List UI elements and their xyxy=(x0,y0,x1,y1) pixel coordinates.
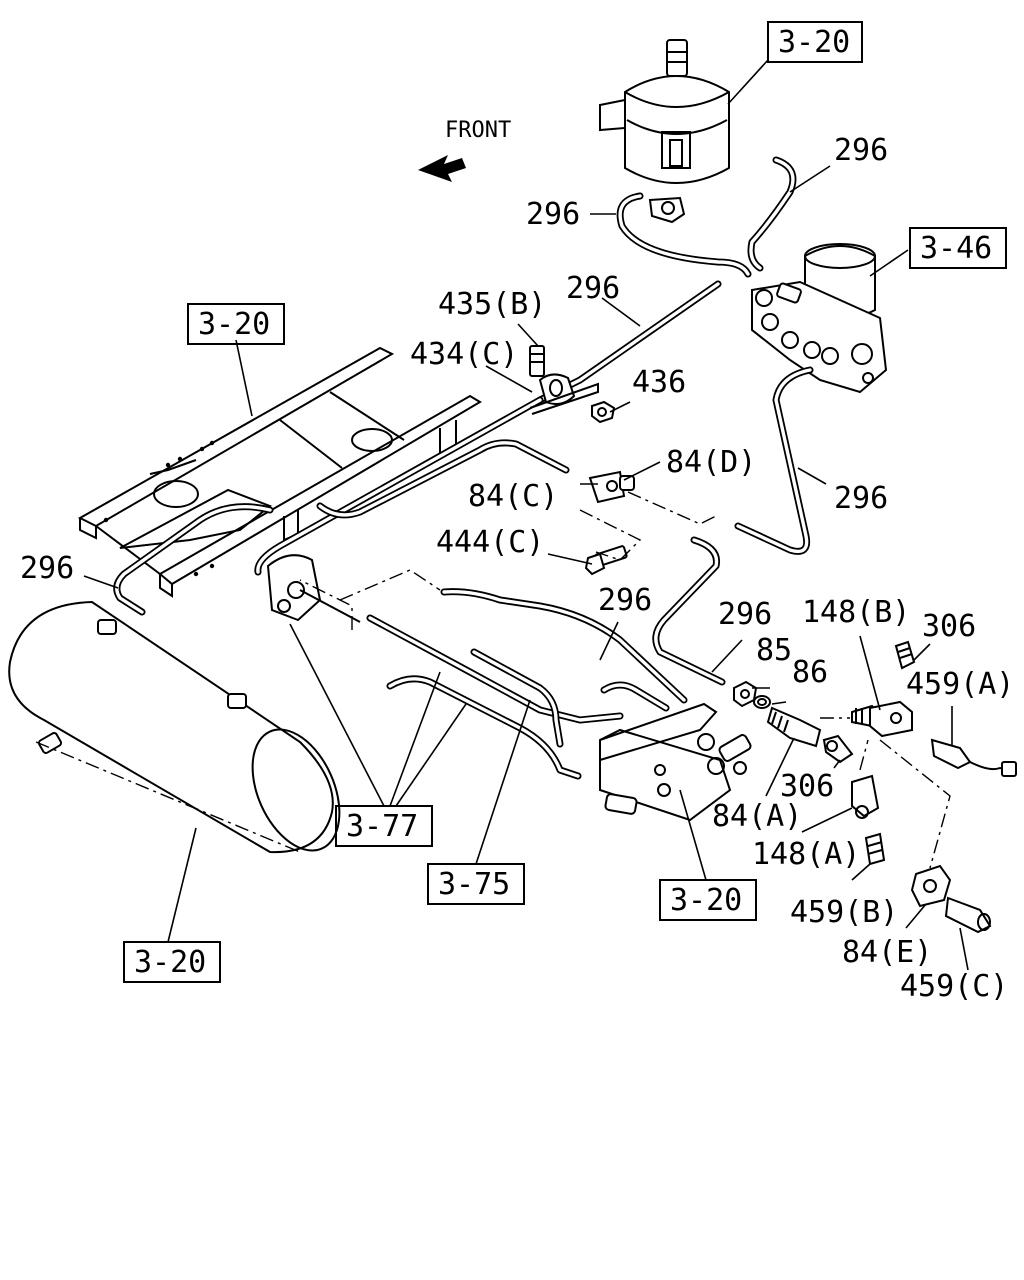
callout-pipe-left[interactable]: 296 xyxy=(20,551,74,586)
tee-84e[interactable] xyxy=(910,864,952,908)
ref-box-brake-parts[interactable]: 3-77 xyxy=(335,805,433,847)
callout-pipe-top-right[interactable]: 296 xyxy=(834,133,888,168)
ref-box-air-tank[interactable]: 3-20 xyxy=(123,941,221,983)
callout-pipe-clip[interactable]: 434(C) xyxy=(410,337,518,372)
tee-fitting-assembly[interactable] xyxy=(588,470,635,504)
callout-connector-148b[interactable]: 148(B) xyxy=(802,595,910,630)
ref-box-air-tank-label: 3-20 xyxy=(134,945,206,980)
bolt-444c[interactable] xyxy=(584,545,628,576)
pipe-clamp-assembly[interactable] xyxy=(529,345,616,424)
nut-85[interactable] xyxy=(733,680,758,708)
callout-pipe-lower-right[interactable]: 296 xyxy=(718,597,772,632)
callout-pipe-top-left[interactable]: 296 xyxy=(526,197,580,232)
callout-labels: 296 296 296 435(B) 434(C) 436 84(D) 84(C… xyxy=(20,133,1014,1004)
callout-pipe-right-mid[interactable]: 296 xyxy=(834,481,888,516)
air-dryer[interactable] xyxy=(751,243,888,394)
leader-lines xyxy=(83,59,969,971)
union-84a[interactable] xyxy=(766,706,822,748)
callout-tee-d[interactable]: 84(D) xyxy=(666,445,756,480)
ref-box-left-frame-label: 3-20 xyxy=(198,307,270,342)
assembly-centerlines xyxy=(35,491,951,869)
pressure-switch-459c[interactable] xyxy=(944,896,992,934)
callout-union-84a[interactable]: 84(A) xyxy=(712,799,802,834)
ref-box-pipe-assembly[interactable]: 3-75 xyxy=(427,863,525,905)
callout-connector-148a[interactable]: 148(A) xyxy=(752,837,860,872)
ref-box-bottom-bracket[interactable]: 3-20 xyxy=(659,879,757,921)
callout-washer-86[interactable]: 86 xyxy=(792,655,828,690)
pressure-switch-459b[interactable] xyxy=(864,832,886,866)
front-label: FRONT xyxy=(445,118,511,143)
ref-box-top-tank-label: 3-20 xyxy=(778,25,850,60)
callout-nut[interactable]: 436 xyxy=(632,365,686,400)
left-frame-crossmember xyxy=(77,346,482,598)
ref-box-top-tank[interactable]: 3-20 xyxy=(767,21,863,63)
callout-plug-306-top[interactable]: 306 xyxy=(922,609,976,644)
valve-block xyxy=(266,554,752,822)
air-pipe-network[interactable] xyxy=(113,156,814,780)
callout-switch-459a[interactable]: 459(A) xyxy=(906,667,1014,702)
front-direction-indicator: FRONT xyxy=(418,118,511,182)
callout-pipe-upper-mid[interactable]: 296 xyxy=(566,271,620,306)
callout-switch-459c[interactable]: 459(C) xyxy=(900,969,1008,1004)
washer-86[interactable] xyxy=(753,695,771,709)
callout-tee-84e[interactable]: 84(E) xyxy=(842,935,932,970)
plug-306-lower[interactable] xyxy=(822,734,854,764)
plug-306-top[interactable] xyxy=(894,640,916,670)
callout-pipe-center[interactable]: 296 xyxy=(598,583,652,618)
top-air-tank[interactable] xyxy=(599,39,730,224)
callout-clamp-bolt[interactable]: 435(B) xyxy=(438,287,546,322)
pressure-switch-459a[interactable] xyxy=(930,738,1017,777)
callout-switch-459b[interactable]: 459(B) xyxy=(790,895,898,930)
ref-box-left-frame[interactable]: 3-20 xyxy=(187,303,285,345)
callout-nut-85[interactable]: 85 xyxy=(756,633,792,668)
ref-box-air-dryer[interactable]: 3-46 xyxy=(909,227,1007,269)
front-arrow-icon xyxy=(418,155,466,182)
callout-tee-c[interactable]: 84(C) xyxy=(468,479,558,514)
callout-bolt-c[interactable]: 444(C) xyxy=(436,525,544,560)
callout-plug-306-low[interactable]: 306 xyxy=(780,769,834,804)
connector-148a[interactable] xyxy=(851,774,880,819)
ref-box-air-dryer-label: 3-46 xyxy=(920,231,992,266)
ref-box-bottom-bracket-label: 3-20 xyxy=(670,883,742,918)
ref-box-pipe-assembly-label: 3-75 xyxy=(438,867,510,902)
air-reservoir-tank xyxy=(8,600,341,854)
ref-box-brake-parts-label: 3-77 xyxy=(346,809,418,844)
block-tee[interactable] xyxy=(869,700,913,738)
